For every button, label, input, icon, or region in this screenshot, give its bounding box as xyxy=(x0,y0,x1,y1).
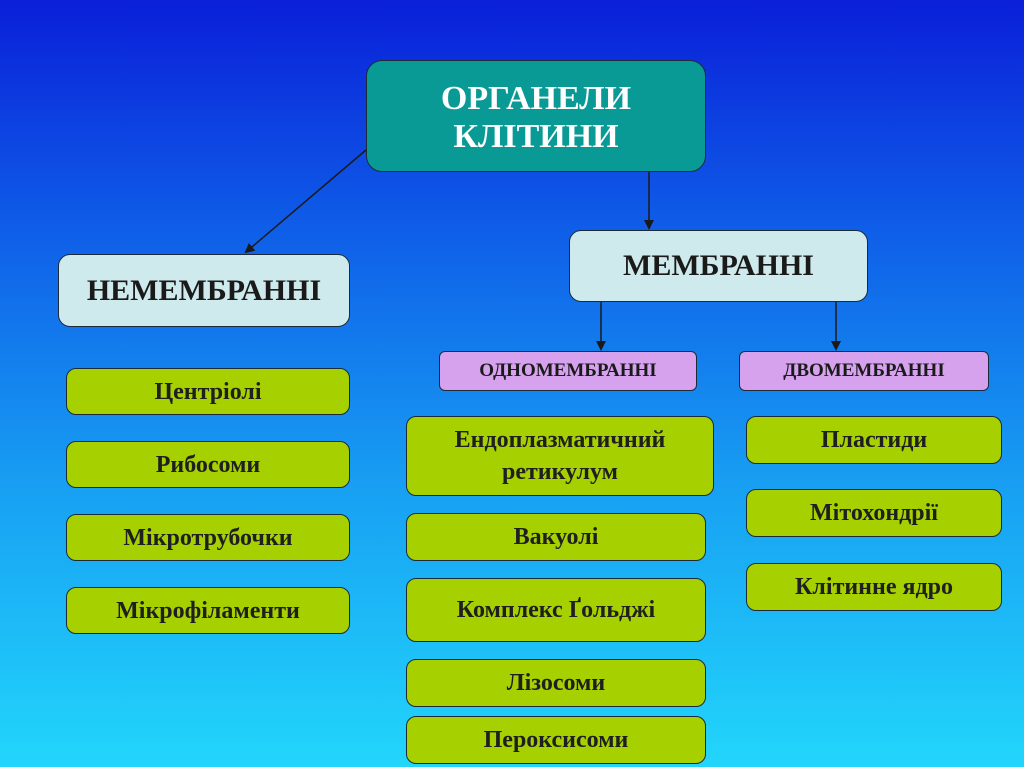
double-item-nucleus: Клітинне ядро xyxy=(746,563,1002,611)
single-item-golgi-complex: Комплекс Ґольджі xyxy=(406,578,706,642)
arrow-root-to-nonmembrane xyxy=(244,149,367,254)
nonmembrane-item-ribosomes: Рибосоми xyxy=(66,441,350,488)
nonmembrane-item-microtubules: Мікротрубочки xyxy=(66,514,350,561)
single-membrane-subcategory: ОДНОМЕМБРАННІ xyxy=(439,351,697,391)
nonmembrane-item-centrioles: Центріолі xyxy=(66,368,350,415)
double-item-plastids: Пластиди xyxy=(746,416,1002,464)
single-item-endoplasmic-reticulum: Ендоплазматичний ретикулум xyxy=(406,416,714,496)
single-item-vacuoles: Вакуолі xyxy=(406,513,706,561)
single-item-peroxisomes: Пероксисоми xyxy=(406,716,706,764)
nonmembrane-category: НЕМЕМБРАННІ xyxy=(58,254,350,327)
double-item-mitochondria: Мітохондрії xyxy=(746,489,1002,537)
double-membrane-subcategory: ДВОМЕМБРАННІ xyxy=(739,351,989,391)
membrane-category: МЕМБРАННІ xyxy=(569,230,868,302)
nonmembrane-item-microfilaments: Мікрофіламенти xyxy=(66,587,350,634)
root-node: ОРГАНЕЛИ КЛІТИНИ xyxy=(366,60,706,172)
single-item-lysosomes: Лізосоми xyxy=(406,659,706,707)
